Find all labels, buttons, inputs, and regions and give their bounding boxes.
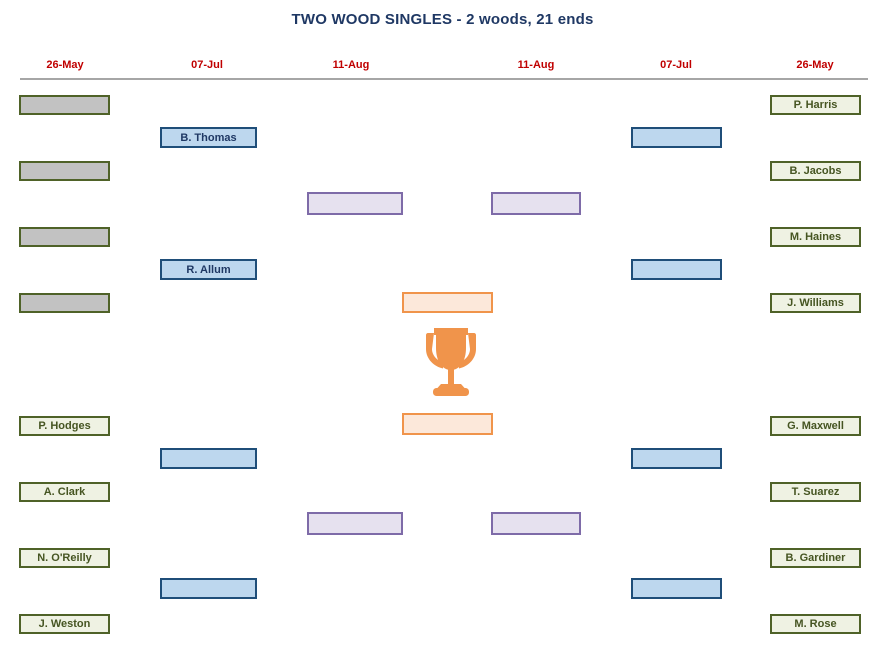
bracket-slot-final-bottom <box>402 413 493 435</box>
bracket-slot-r1-left-2 <box>19 161 110 181</box>
bracket-slot-r1-left-7: N. O'Reilly <box>19 548 110 568</box>
date-header-round2-left: 07-Jul <box>191 59 223 71</box>
bracket-slot-r1-right-1: P. Harris <box>770 95 861 115</box>
bracket-slot-r2-left-1: B. Thomas <box>160 127 257 148</box>
date-header-round1-left: 26-May <box>46 59 84 71</box>
bracket-slot-final-top <box>402 292 493 313</box>
bracket-slot-r2-right-2 <box>631 259 722 280</box>
bracket-slot-r2-right-3 <box>631 448 722 469</box>
bracket-slot-r1-left-8: J. Weston <box>19 614 110 634</box>
date-header-round1-right: 26-May <box>796 59 834 71</box>
page-title: TWO WOOD SINGLES - 2 woods, 21 ends <box>291 11 594 28</box>
bracket-slot-sf-right-2 <box>491 512 581 535</box>
bracket-slot-r1-right-7: B. Gardiner <box>770 548 861 568</box>
bracket-slot-sf-right-1 <box>491 192 581 215</box>
date-header-round2-right: 07-Jul <box>660 59 692 71</box>
bracket-slot-r2-right-1 <box>631 127 722 148</box>
bracket-slot-r1-left-5: P. Hodges <box>19 416 110 436</box>
bracket-slot-r1-left-4 <box>19 293 110 313</box>
bracket-slot-r1-left-6: A. Clark <box>19 482 110 502</box>
bracket-slot-r2-left-3 <box>160 448 257 469</box>
header-divider-line <box>20 78 868 80</box>
bracket-slot-r1-right-5: G. Maxwell <box>770 416 861 436</box>
bracket-slot-r1-right-8: M. Rose <box>770 614 861 634</box>
bracket-slot-r2-left-4 <box>160 578 257 599</box>
bracket-slot-sf-left-2 <box>307 512 403 535</box>
bracket-slot-r1-left-1 <box>19 95 110 115</box>
bracket-slot-r1-right-6: T. Suarez <box>770 482 861 502</box>
date-header-semifinal-left: 11-Aug <box>332 59 370 71</box>
date-header-semifinal-right: 11-Aug <box>517 59 555 71</box>
bracket-slot-r1-right-2: B. Jacobs <box>770 161 861 181</box>
bracket-slot-r1-left-3 <box>19 227 110 247</box>
bracket-slot-r2-left-2: R. Allum <box>160 259 257 280</box>
bracket-slot-r1-right-4: J. Williams <box>770 293 861 313</box>
bracket-slot-r2-right-4 <box>631 578 722 599</box>
bracket-slot-sf-left-1 <box>307 192 403 215</box>
trophy-icon <box>426 328 476 396</box>
bracket-slot-r1-right-3: M. Haines <box>770 227 861 247</box>
